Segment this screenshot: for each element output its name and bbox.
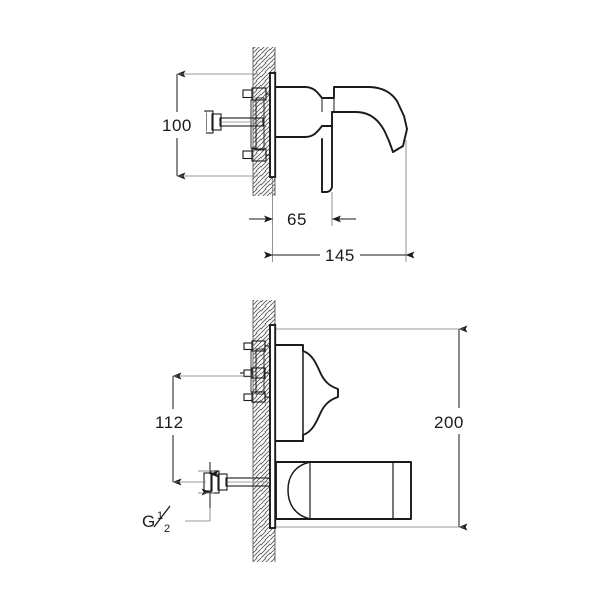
dimension-thread-g-half: G 1 2 (142, 462, 219, 535)
side-elevation-view: 100 65 145 (160, 47, 415, 265)
dimension-112: 112 (152, 372, 258, 486)
dimension-65-label: 65 (287, 210, 307, 229)
spout-front-view (275, 461, 412, 520)
thread-label-g: G (142, 512, 155, 531)
dimension-112-label: 112 (155, 413, 184, 432)
dimension-100: 100 (160, 70, 258, 180)
handle-lever-upper (321, 125, 333, 193)
wall-plate-upper (269, 72, 277, 178)
mixer-body-upper-outline (274, 86, 408, 153)
dimension-145: 145 (264, 140, 415, 265)
body-detail-lines-upper (321, 98, 335, 112)
dimension-65: 65 (249, 178, 356, 229)
thread-label-numerator: 1 (157, 510, 163, 522)
handle-front-view (275, 344, 339, 442)
dimension-200: 200 (276, 325, 484, 531)
thread-label-denominator: 2 (164, 523, 170, 535)
dimension-200-label: 200 (434, 413, 464, 432)
concealed-valve-body-lower (240, 340, 270, 403)
dimension-145-label: 145 (325, 246, 355, 265)
front-elevation-view: 112 G 1 2 200 (142, 300, 484, 562)
concealed-valve-body-upper (242, 87, 270, 162)
wall-plate-lower (269, 324, 277, 529)
dimension-100-label: 100 (162, 116, 192, 135)
